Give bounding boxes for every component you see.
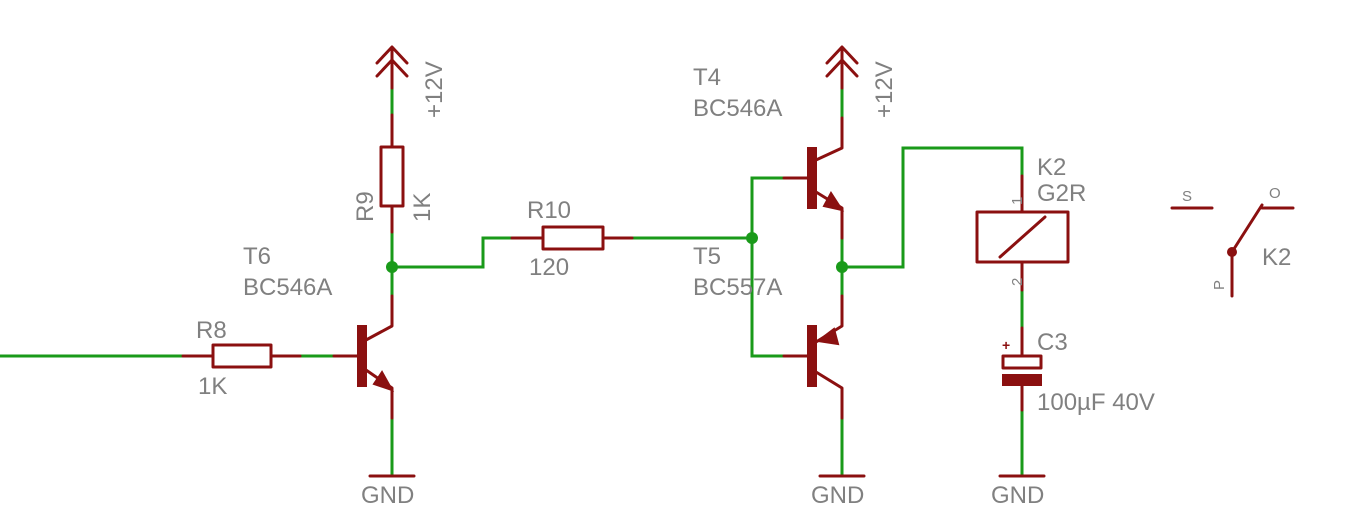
junction-dot [746, 232, 758, 244]
t5-name: T5 [693, 243, 721, 270]
c3-value: 100µF 40V [1037, 389, 1155, 416]
capacitor-c3 [1001, 326, 1043, 412]
t5-value: BC557A [693, 274, 782, 301]
wire-junction-r10 [390, 236, 514, 269]
r10-value: 120 [529, 254, 569, 281]
relay-coil-k2 [975, 174, 1070, 292]
transistor-t6 [332, 294, 395, 420]
k2-contact-s: S [1182, 188, 1192, 205]
k2-pin2: 2 [1009, 278, 1026, 286]
r8-name: R8 [196, 317, 227, 344]
t4-name: T4 [693, 64, 721, 91]
resistor-r8 [181, 343, 302, 369]
t6-value: BC546A [243, 274, 332, 301]
gnd-t6-label: GND [361, 482, 414, 509]
k2-contact-o: O [1269, 185, 1281, 202]
k2-value: G2R [1037, 180, 1086, 207]
k2-name: K2 [1037, 154, 1066, 181]
r10-name: R10 [527, 197, 571, 224]
resistor-r10 [510, 225, 634, 251]
r8-value: 1K [198, 373, 227, 400]
vcc-right-label: +12V [871, 61, 898, 118]
k2-pin1: 1 [1009, 197, 1026, 205]
k2-contact-p: P [1211, 280, 1228, 290]
supply-arrow-icon [375, 45, 409, 90]
resistor-r9 [379, 113, 405, 234]
k2-switch-name: K2 [1262, 244, 1291, 271]
r9-value: 1K [409, 193, 436, 222]
transistor-t5 [782, 294, 844, 420]
junction-dot [836, 261, 848, 273]
transistor-t4 [782, 116, 845, 240]
junction-dot [386, 261, 398, 273]
r9-name: R9 [352, 191, 379, 222]
c3-name: C3 [1037, 329, 1068, 356]
gnd-t5-label: GND [811, 482, 864, 509]
gnd-c3-label: GND [991, 482, 1044, 509]
relay-switch-k2 [1170, 203, 1295, 298]
supply-arrow-icon [825, 45, 859, 90]
wires [0, 86, 1024, 478]
vcc-left-label: +12V [421, 61, 448, 118]
wire-emitter-relay [840, 146, 1024, 269]
c3-polarity: + [1002, 337, 1010, 353]
t6-name: T6 [243, 243, 271, 270]
t4-value: BC546A [693, 95, 782, 122]
